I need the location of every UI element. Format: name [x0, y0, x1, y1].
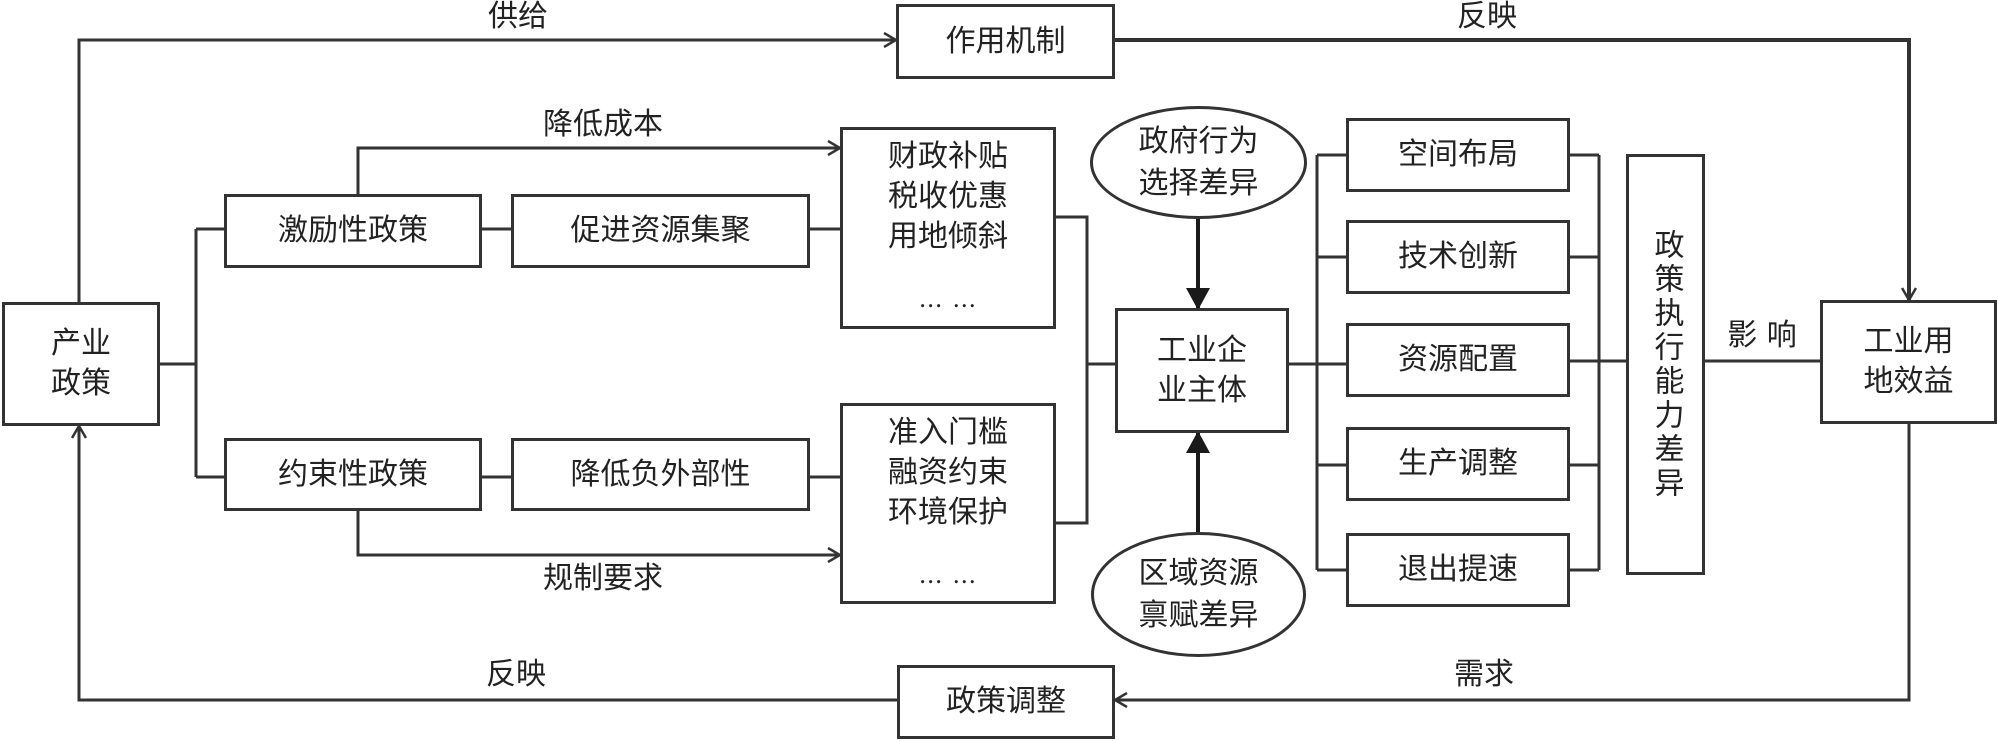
node-text: 选择差异 — [1138, 165, 1259, 201]
node-regional-endowment: 区域资源 禀赋差异 — [1091, 532, 1306, 657]
edge-reflect-top — [1115, 38, 1909, 300]
node-text: 降低负外部性 — [570, 456, 751, 492]
node-text: 激励性政策 — [278, 213, 428, 248]
node-channel-resource-allocation: 资源配置 — [1346, 323, 1570, 397]
ellipsis-text: … … — [918, 560, 978, 589]
node-text: 禀赋差异 — [1138, 597, 1259, 633]
node-text: 生产调整 — [1398, 446, 1518, 481]
node-text: 约束性政策 — [278, 456, 428, 492]
node-text: 政策执行能力差异 — [1648, 228, 1684, 501]
node-constraint-policy: 约束性政策 — [224, 438, 482, 511]
edge-policy-split — [160, 227, 224, 479]
node-text: 税收优惠 — [888, 179, 1008, 214]
node-text: 政策调整 — [946, 684, 1066, 719]
node-text: 工业用 — [1863, 324, 1954, 359]
edge-channels-execution — [1570, 153, 1626, 572]
node-policy-adjust: 政策调整 — [897, 665, 1115, 739]
node-text: 退出提速 — [1398, 552, 1518, 587]
label-demand: 需求 — [1454, 657, 1514, 692]
node-text: 融资约束 — [888, 454, 1008, 490]
node-text: 作用机制 — [945, 23, 1066, 59]
node-incentive-policy: 激励性政策 — [224, 194, 482, 268]
node-text: 空间布局 — [1398, 137, 1518, 172]
node-execution-capacity: 政策执行能力差异 — [1626, 154, 1705, 575]
node-reduce-externality: 降低负外部性 — [511, 438, 810, 511]
node-text: 区域资源 — [1138, 555, 1259, 591]
node-text: 产业 — [51, 326, 111, 361]
edge-reflect-bottom — [79, 426, 897, 702]
node-incentive-measures: 财政补贴 税收优惠 用地倾斜 … … — [840, 127, 1056, 329]
label-reduce-cost: 降低成本 — [543, 107, 663, 142]
node-text: 准入门槛 — [888, 414, 1008, 450]
node-channel-spatial-layout: 空间布局 — [1346, 118, 1570, 192]
edge-reduce-cost — [356, 148, 840, 194]
node-promote-aggregation: 促进资源集聚 — [511, 194, 810, 268]
node-text: 资源配置 — [1398, 342, 1518, 377]
node-text: 地效益 — [1863, 364, 1954, 399]
ellipsis-text: … … — [918, 285, 978, 313]
node-enterprise: 工业企 业主体 — [1115, 308, 1289, 433]
node-text: 业主体 — [1157, 372, 1247, 408]
node-mechanism: 作用机制 — [896, 4, 1115, 79]
edge-supply — [77, 40, 896, 302]
node-channel-tech-innovation: 技术创新 — [1346, 220, 1570, 294]
edge-regulation — [356, 510, 840, 555]
edge-enterprise-channels — [1289, 153, 1346, 572]
node-land-benefit: 工业用 地效益 — [1820, 300, 1997, 424]
node-text: 政策 — [51, 366, 111, 401]
node-text: 环境保护 — [888, 494, 1008, 530]
edge-measures-enterprise — [1056, 215, 1115, 525]
node-channel-exit-acceleration: 退出提速 — [1346, 533, 1570, 607]
node-text: 财政补贴 — [888, 139, 1008, 174]
label-supply: 供给 — [488, 0, 548, 34]
node-industrial-policy: 产业 政策 — [2, 302, 160, 426]
node-text: 技术创新 — [1398, 239, 1518, 274]
node-text: 促进资源集聚 — [570, 213, 751, 248]
node-channel-production-adjust: 生产调整 — [1346, 427, 1570, 501]
node-gov-behavior: 政府行为 选择差异 — [1090, 106, 1307, 219]
label-influence: 影 响 — [1727, 318, 1797, 353]
label-reflect-top: 反映 — [1457, 0, 1517, 34]
node-text: 政府行为 — [1138, 123, 1259, 159]
node-text: 工业企 — [1157, 332, 1247, 368]
label-regulation: 规制要求 — [543, 561, 663, 596]
label-reflect-bottom: 反映 — [486, 657, 546, 692]
node-text: 用地倾斜 — [888, 219, 1008, 254]
node-constraint-measures: 准入门槛 融资约束 环境保护 … … — [840, 403, 1056, 604]
edge-demand — [1115, 424, 1911, 700]
